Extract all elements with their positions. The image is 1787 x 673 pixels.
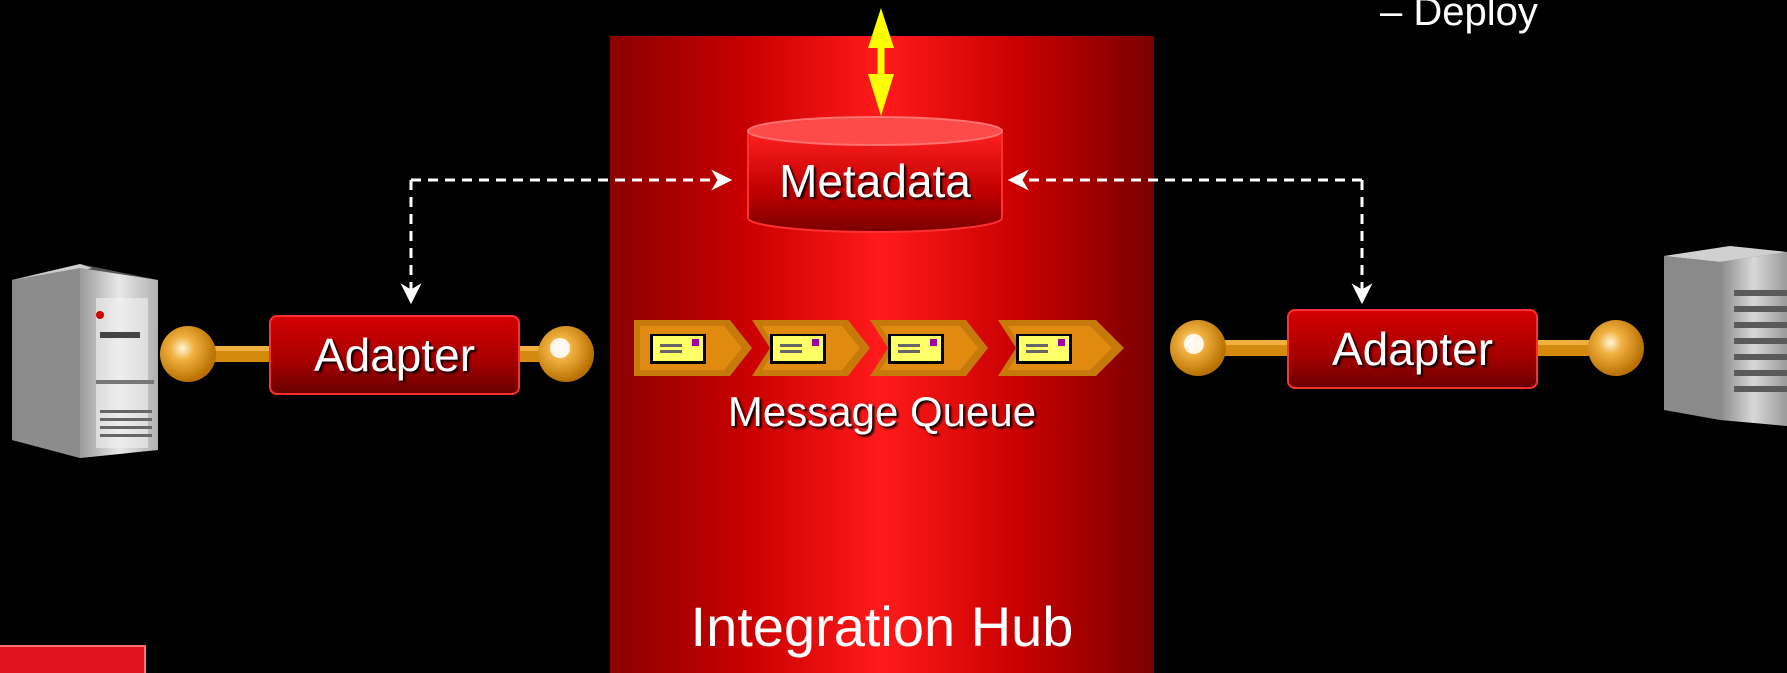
- message-queue-label: Message Queue: [727, 388, 1037, 435]
- adapter-right-label: Adapter: [1331, 323, 1494, 375]
- envelope-icon: [650, 334, 706, 364]
- queue-message: [752, 320, 870, 376]
- dashed-link-left: [400, 169, 733, 305]
- adapter-left: Adapter: [269, 315, 520, 395]
- queue-message: [870, 320, 988, 376]
- deploy-bullet-text: – Deploy: [1380, 0, 1538, 34]
- adapter-right: Adapter: [1287, 309, 1538, 389]
- integration-hub-label: Integration Hub: [690, 595, 1074, 658]
- metadata-label: Metadata: [779, 155, 971, 207]
- metadata-cylinder-icon: [747, 116, 1003, 233]
- dashed-link-right: [1007, 169, 1373, 305]
- yellow-double-arrow: [868, 8, 894, 116]
- queue-message: [998, 320, 1124, 376]
- corner-accent-bar: [0, 645, 146, 673]
- envelope-icon: [770, 334, 826, 364]
- server-rack-icon: [1664, 246, 1787, 426]
- server-tower-icon: [12, 264, 158, 458]
- adapter-left-label: Adapter: [313, 329, 476, 381]
- envelope-icon: [888, 334, 944, 364]
- envelope-icon: [1016, 334, 1072, 364]
- queue-message: [634, 320, 752, 376]
- message-queue: [634, 320, 1124, 376]
